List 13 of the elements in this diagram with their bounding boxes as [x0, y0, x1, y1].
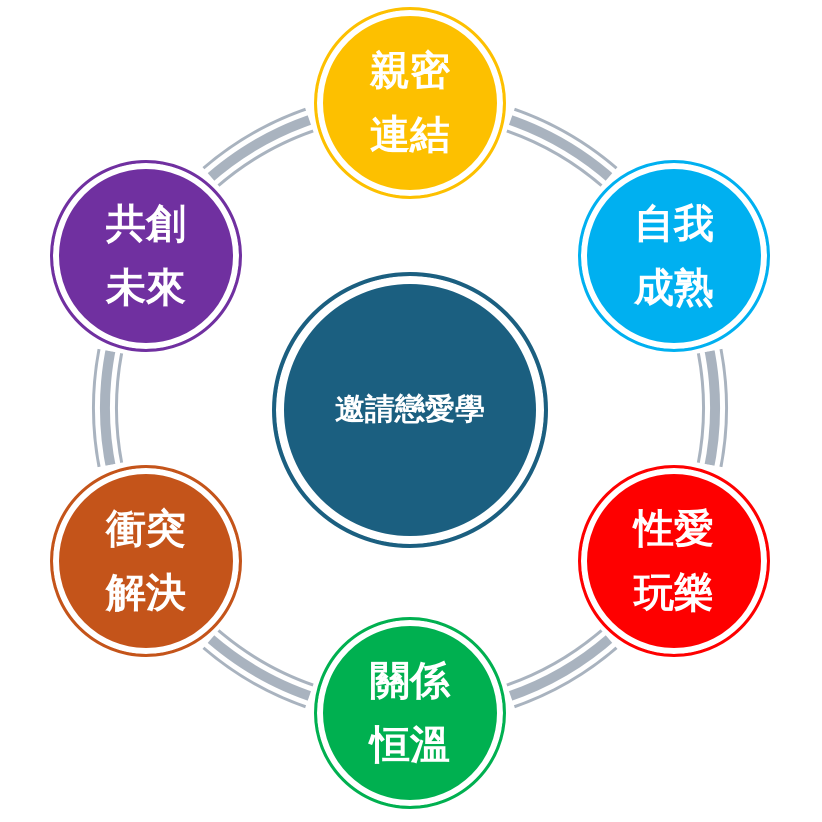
circle-label: 性愛玩樂	[631, 504, 716, 618]
circle-label: 關係恒溫	[367, 657, 452, 770]
triple-line-connector	[92, 349, 124, 467]
circle-label: 親密連結	[368, 47, 451, 160]
circle-label: 衝突解決	[104, 504, 187, 618]
circle-label: 邀請戀愛學	[335, 391, 485, 429]
circle-label: 自我成熟	[632, 200, 716, 312]
triple-line-connector	[506, 108, 618, 188]
triple-line-connector	[506, 628, 618, 708]
circle-label: 共創未來	[104, 200, 187, 312]
triple-line-connector	[696, 349, 728, 467]
triple-line-connector	[202, 628, 314, 708]
triple-line-connector	[202, 108, 314, 188]
